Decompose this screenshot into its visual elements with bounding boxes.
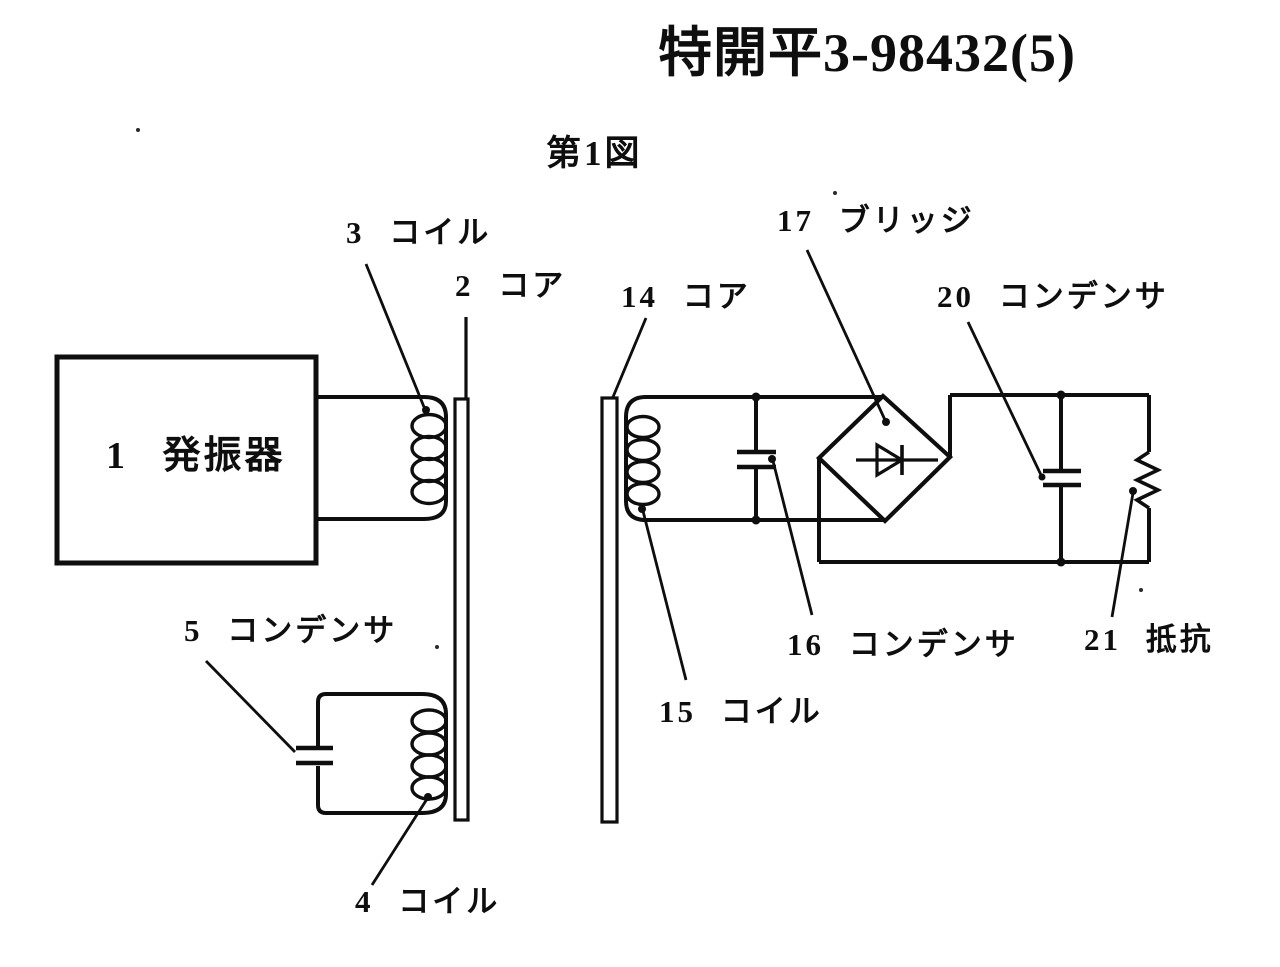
coil-loop — [410, 456, 448, 484]
secondary-circuit — [624, 392, 885, 525]
speck — [136, 128, 140, 132]
coil-loop — [410, 708, 448, 734]
primary-wire — [316, 395, 448, 521]
leader-dot — [1129, 487, 1137, 495]
scan-specks — [136, 128, 1143, 649]
coil-loop — [410, 753, 448, 779]
leader-cap-16 — [771, 460, 814, 616]
coil-loop — [410, 478, 448, 506]
coil-loop — [625, 481, 661, 507]
core-bar — [453, 397, 470, 822]
coil-loop — [625, 437, 661, 463]
resonant-loop — [296, 692, 448, 815]
leader-dot — [638, 505, 646, 513]
coil-loop — [410, 731, 448, 757]
coil-loop — [410, 412, 448, 440]
leader-core-14 — [611, 317, 648, 398]
resistor-21-zigzag — [1132, 450, 1163, 510]
loop-wire — [316, 692, 448, 815]
secondary-wire — [624, 395, 885, 522]
label-coil-3: 3 コイル — [346, 215, 492, 250]
leader-dot — [422, 406, 430, 414]
leader-cap-20 — [966, 321, 1043, 476]
label-coil-4: 4 コイル — [355, 884, 501, 919]
speck — [435, 645, 439, 649]
label-resistor-21: 21 抵抗 — [1084, 622, 1214, 657]
coil-loop — [410, 434, 448, 462]
bridge-rectifier-17 — [815, 393, 954, 562]
junction-dot — [1056, 557, 1066, 567]
junction-dot — [751, 515, 761, 525]
figure-caption: 第1図 — [546, 134, 643, 173]
junction-dot — [751, 392, 761, 402]
leader-dot — [882, 418, 890, 426]
bridge-diamond — [815, 393, 954, 524]
junction-dot — [1056, 390, 1066, 400]
leader-dot — [768, 455, 776, 463]
output-circuit — [819, 390, 1163, 567]
coil-loop — [625, 414, 661, 440]
label-oscillator-1: 1 発振器 — [106, 435, 286, 477]
label-coil-15: 15 コイル — [659, 694, 823, 729]
core-14 — [600, 396, 619, 824]
speck — [833, 191, 837, 195]
leader-lines — [204, 249, 1137, 886]
label-capacitor-20: 20 コンデンサ — [937, 279, 1169, 314]
core-2 — [453, 317, 470, 822]
leader-coil-3 — [364, 263, 426, 408]
oscillator-box — [54, 354, 319, 566]
label-core-2: 2 コア — [455, 268, 567, 303]
leader-coil-15 — [641, 510, 688, 681]
primary-coil-3 — [316, 395, 448, 521]
core-bar — [600, 396, 619, 824]
coil-loop — [625, 459, 661, 485]
leader-cap-5 — [204, 660, 297, 753]
label-core-14: 14 コア — [621, 279, 751, 314]
label-bridge-17: 17 ブリッジ — [777, 203, 975, 238]
leader-coil-4 — [370, 798, 429, 886]
speck — [1139, 588, 1143, 592]
leader-dot — [1038, 473, 1046, 481]
label-capacitor-16: 16 コンデンサ — [787, 627, 1019, 662]
diode-triangle — [875, 442, 906, 478]
label-capacitor-5: 5 コンデンサ — [184, 613, 398, 648]
leader-res-21 — [1110, 492, 1135, 618]
leader-dot — [424, 793, 432, 801]
publication-number: 特開平3-98432(5) — [658, 23, 1076, 83]
leader-bridge-17 — [805, 249, 887, 421]
